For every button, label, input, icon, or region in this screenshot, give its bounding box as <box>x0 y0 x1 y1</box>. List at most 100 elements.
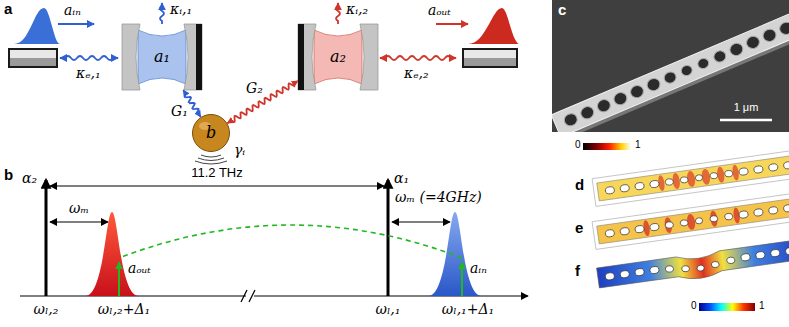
colorbar <box>583 143 631 150</box>
mechanical-mode-beam <box>597 239 789 292</box>
mechanical-mode-beam-part-part <box>711 261 719 268</box>
mirror-backing <box>196 24 202 90</box>
optical-mode-beam-part <box>597 155 789 201</box>
optical-mode-beam-part <box>592 192 789 249</box>
axis-tick-label: ωₗ,₁+Δ₁ <box>442 301 494 318</box>
sem-beam <box>552 1 789 132</box>
colorbar-label: 1 <box>759 300 765 312</box>
sem-beam-part-part-part <box>645 77 662 93</box>
mechanical-mode-beam-part-part <box>665 265 674 272</box>
optical-mode-beam-part-part <box>768 206 778 214</box>
mechanical-mode-beam-part-part <box>755 251 765 259</box>
damping-waves-part <box>195 161 227 164</box>
sem-beam-part-part-part <box>662 70 677 85</box>
panel-letter: f <box>575 262 580 280</box>
coupling-connector <box>227 81 298 123</box>
sem-beam-part <box>552 1 789 132</box>
optical-mode-beam-part-part <box>710 215 718 222</box>
pump-arrow <box>45 180 48 296</box>
optical-mode-beam-part-part <box>664 217 673 234</box>
optical-cavity: a₁ <box>122 24 202 90</box>
mechanical-mode-beam-part-part <box>741 253 751 261</box>
optical-mode-beam <box>592 192 789 249</box>
span-arrow <box>50 221 108 222</box>
optical-mode-beam-part-part <box>695 217 703 224</box>
sem-beam-part-part-part <box>696 57 710 71</box>
optical-mode-beam-part <box>605 161 789 194</box>
cavity-mirror <box>298 24 316 90</box>
input-waveguide-part <box>10 50 56 58</box>
sem-beam-part-part-part <box>629 84 646 100</box>
pump-label: α₂ <box>22 170 37 187</box>
optical-mode-beam-part-part <box>783 204 789 212</box>
optical-mode-beam-part-part <box>650 180 660 188</box>
output-waveguide <box>462 48 518 68</box>
optical-mode-beam-part-part <box>635 182 645 190</box>
rate-label: γᵢ <box>234 142 245 159</box>
mechanical-mode-beam-part <box>597 239 789 292</box>
rate-label: κᵢ,₂ <box>346 1 368 18</box>
conversion-arc <box>119 225 462 258</box>
output-waveguide-part <box>464 50 516 58</box>
input-pulse-part <box>14 8 60 44</box>
frequency-axis-part <box>254 295 528 296</box>
colorbar <box>699 303 755 311</box>
pump-arrow <box>387 180 390 296</box>
mechanical-mode-beam-part-part <box>770 249 780 257</box>
panel-letter: c <box>558 1 566 19</box>
optical-mode-beam-part-part <box>739 167 749 175</box>
output-pulse-part <box>436 23 468 25</box>
panel-letter: e <box>575 219 583 237</box>
mechanical-mode-beam-part-part <box>726 257 735 264</box>
sem-beam-part-part-part <box>562 112 579 128</box>
signal-label: aᵢₙ <box>470 260 487 277</box>
pump-label: α₁ <box>394 170 409 187</box>
cavity-mirror <box>360 24 378 90</box>
optical-mode-beam-part-part <box>680 219 688 226</box>
optical-mode-beam-part <box>605 204 789 237</box>
optical-mode-beam-part-part <box>665 178 674 185</box>
panel-letter: b <box>4 166 13 184</box>
sem-beam-part-part-part <box>579 105 596 121</box>
damping-waves-part <box>201 155 221 157</box>
optical-mode-beam-part-part <box>650 223 660 231</box>
optical-mode-beam-part-part <box>768 163 778 171</box>
sem-beam-part-part-part <box>680 64 694 78</box>
frequency-span: 11.2 THz <box>191 165 243 181</box>
sem-beam-part-part-part <box>596 98 613 114</box>
signal-label: aᵢₙ <box>64 2 81 19</box>
scale-bar-label: 1 μm <box>734 101 759 114</box>
mechanical-mode-beam-part-part <box>785 247 789 255</box>
sem-beam-part-part-part <box>761 27 778 43</box>
optical-mode-beam-part-part <box>695 174 703 181</box>
scale-bar <box>720 119 772 122</box>
optical-cavity: a₂ <box>298 24 378 90</box>
optical-mode-beam-part-part <box>739 210 749 218</box>
signal-label: aₒᵤₜ <box>428 2 451 19</box>
damping-waves <box>195 155 227 164</box>
signal-arrow <box>461 262 463 296</box>
sem-beam-part-part-part <box>778 20 789 36</box>
optical-mode-beam-part-part <box>620 227 630 235</box>
mechanical-mode-beam-part-part <box>681 265 689 272</box>
loss-wave <box>160 3 164 24</box>
input-waveguide-part <box>10 58 56 66</box>
optical-mode-beam-part-part <box>680 176 688 183</box>
panel-letter: d <box>575 176 584 194</box>
node-label: a₂ <box>330 48 346 66</box>
optical-mode-beam-part-part <box>709 210 718 227</box>
axis-tick-label: ωₗ,₁ <box>376 301 401 318</box>
input-waveguide-part <box>8 48 58 68</box>
sem-beam-part-part <box>562 6 789 128</box>
axis-tick-label: ωₗ,₂ <box>34 301 59 318</box>
optical-mode-beam-part <box>642 207 740 236</box>
cavity-mode <box>138 30 186 84</box>
signal-arrow <box>118 262 120 296</box>
span-arrow <box>50 185 384 186</box>
frequency-span: ωₘ <box>69 200 89 217</box>
sem-beam-part-part-part <box>728 41 745 57</box>
mechanical-mode-beam-part <box>605 247 789 284</box>
